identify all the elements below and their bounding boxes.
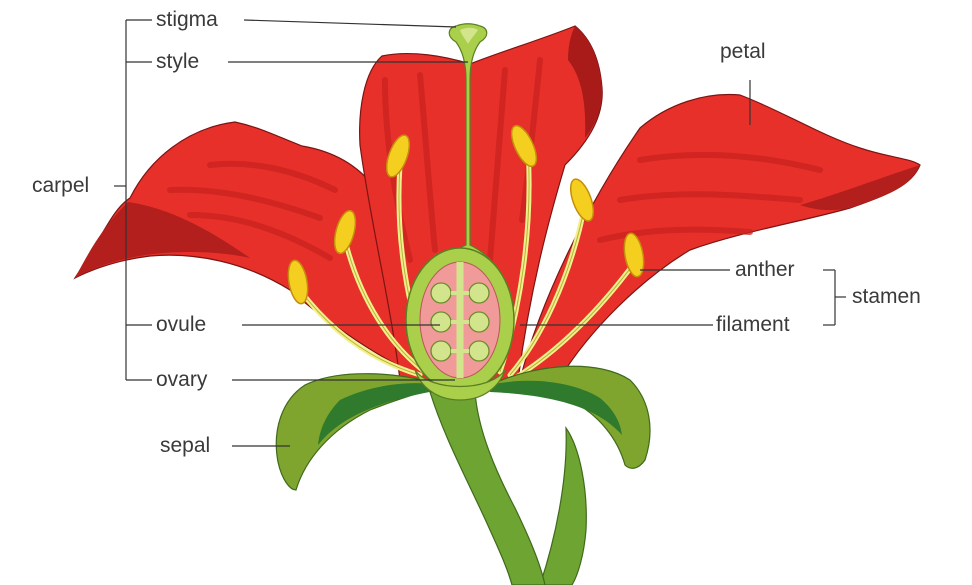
label-stamen: stamen: [850, 285, 923, 309]
stem: [430, 392, 545, 585]
label-carpel: carpel: [30, 174, 91, 198]
label-style: style: [154, 50, 201, 74]
label-anther: anther: [733, 258, 797, 282]
label-stigma: stigma: [154, 8, 220, 32]
label-filament: filament: [714, 313, 792, 337]
label-petal: petal: [718, 40, 768, 64]
leaf: [540, 428, 586, 585]
label-ovary: ovary: [154, 368, 209, 392]
label-sepal: sepal: [158, 434, 212, 458]
label-ovule: ovule: [154, 313, 208, 337]
